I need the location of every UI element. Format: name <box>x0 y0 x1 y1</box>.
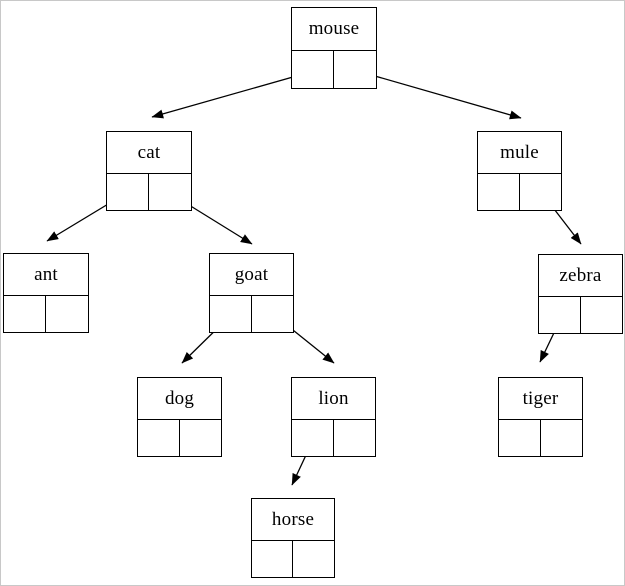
tree-node-goat: goat <box>209 253 294 333</box>
node-label: horse <box>271 508 315 530</box>
node-label: mule <box>500 141 539 163</box>
right-pointer-cell <box>334 420 376 456</box>
edge-mouse-right-to-mule <box>353 69 522 120</box>
node-pointer-cells <box>478 172 562 210</box>
tree-node-tiger: tiger <box>498 377 583 457</box>
tree-node-ant: ant <box>3 253 89 333</box>
left-pointer-cell <box>4 295 46 332</box>
left-pointer-cell <box>138 419 180 456</box>
node-label: goat <box>234 263 269 285</box>
left-pointer-cell <box>478 173 520 210</box>
node-label: ant <box>34 263 58 285</box>
tree-node-dog: dog <box>137 377 222 457</box>
left-pointer-cell <box>499 419 541 456</box>
tree-node-zebra: zebra <box>538 254 623 334</box>
left-pointer-cell <box>107 173 149 210</box>
node-label: lion <box>318 387 349 409</box>
left-pointer-cell <box>292 419 334 456</box>
edge-mouse-left-to-cat <box>151 70 315 119</box>
left-pointer-cell <box>252 540 293 577</box>
right-pointer-cell <box>252 296 294 332</box>
tree-node-mouse: mouse <box>291 7 377 89</box>
tree-node-mule: mule <box>477 131 562 211</box>
node-label: tiger <box>522 387 559 409</box>
node-pointer-cells <box>252 539 334 577</box>
node-pointer-cells <box>539 295 623 333</box>
node-pointer-cells <box>210 294 294 332</box>
tree-node-cat: cat <box>106 131 192 211</box>
right-pointer-cell <box>180 420 222 456</box>
tree-node-lion: lion <box>291 377 376 457</box>
left-pointer-cell <box>292 50 334 88</box>
node-label: mouse <box>308 18 360 40</box>
node-pointer-cells <box>292 49 376 88</box>
tree-node-horse: horse <box>251 498 335 578</box>
node-pointer-cells <box>292 418 376 456</box>
right-pointer-cell <box>334 51 376 88</box>
node-label: cat <box>137 141 161 163</box>
left-pointer-cell <box>539 296 581 333</box>
node-pointer-cells <box>107 172 191 210</box>
right-pointer-cell <box>293 541 334 577</box>
right-pointer-cell <box>149 174 191 210</box>
right-pointer-cell <box>541 420 583 456</box>
node-label: dog <box>164 387 195 409</box>
node-pointer-cells <box>138 418 222 456</box>
right-pointer-cell <box>581 297 623 333</box>
node-pointer-cells <box>4 294 88 332</box>
left-pointer-cell <box>210 295 252 332</box>
node-label: zebra <box>559 264 602 286</box>
right-pointer-cell <box>46 296 88 332</box>
node-pointer-cells <box>499 418 583 456</box>
right-pointer-cell <box>520 174 562 210</box>
